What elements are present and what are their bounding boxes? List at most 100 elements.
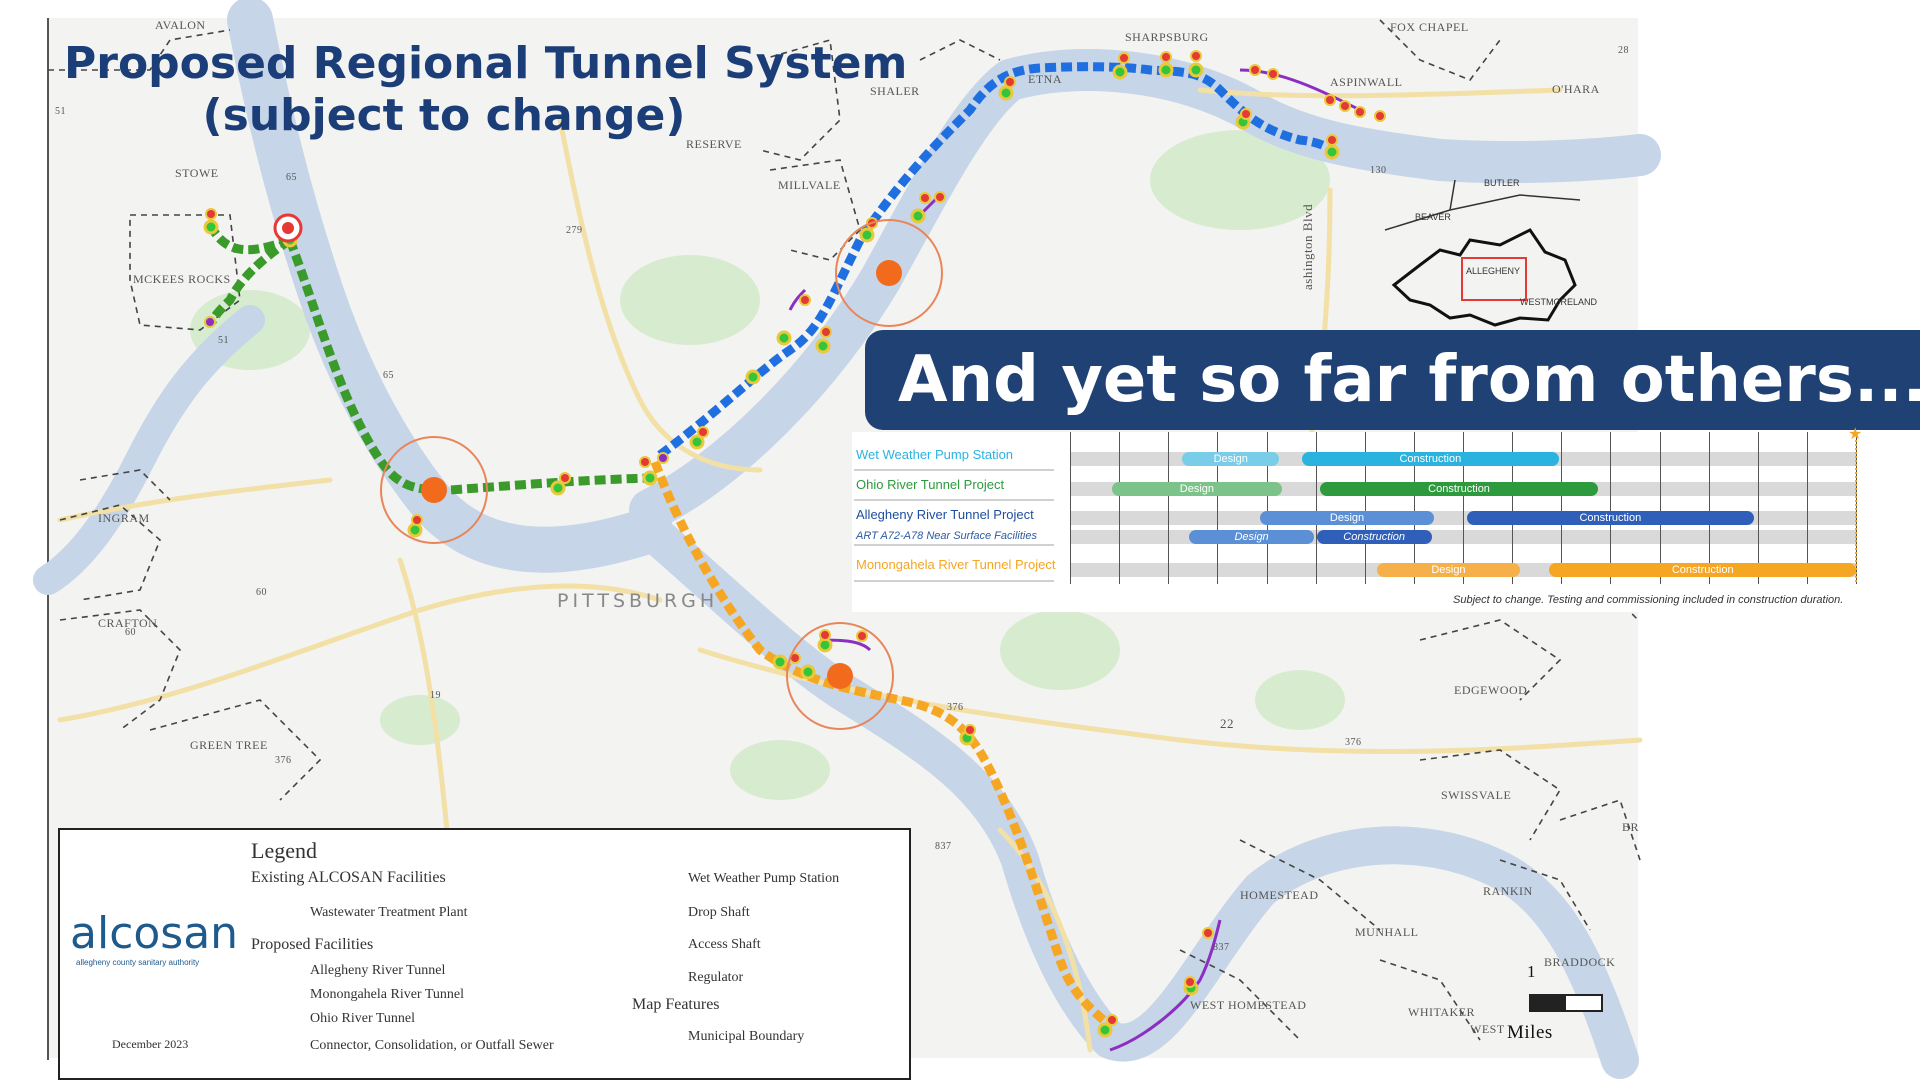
ohio-river-tunnel (207, 225, 651, 495)
gantt-row-label: Ohio River Tunnel Project (856, 477, 1005, 492)
road-shield: 130 (1370, 165, 1387, 176)
place-label: SHALER (870, 84, 920, 98)
legend-box (58, 828, 911, 1080)
gantt-bar: Construction (1466, 511, 1754, 525)
gantt-gridline (1414, 432, 1415, 584)
facility-markers (203, 50, 1386, 1038)
legend-pump-station: Wet Weather Pump Station (688, 871, 840, 886)
inset-label: ALLEGHENY (1466, 266, 1521, 276)
place-label: BRADDOCK (1544, 955, 1616, 969)
regulators (205, 50, 1386, 1026)
place-label: EDGEWOOD (1454, 683, 1528, 697)
gantt-gridline (1119, 432, 1120, 584)
gantt-bar: Design (1111, 482, 1283, 496)
logo-wordmark: alcosan (70, 908, 239, 959)
gantt-bar: Construction (1301, 452, 1559, 466)
legend-map-features: Map Features (632, 996, 720, 1013)
wastewater-treatment-plant-marker (273, 213, 303, 243)
gantt-bar: Construction (1316, 530, 1432, 544)
legend-mon: Monongahela River Tunnel (310, 987, 464, 1002)
legend-drop-shaft: Drop Shaft (688, 905, 750, 920)
place-label: SWISSVALE (1441, 788, 1512, 802)
road-shield: 837 (1213, 942, 1230, 953)
monongahela-river-tunnel (650, 460, 1113, 1029)
highlight-circles (380, 219, 943, 730)
map-title: Proposed Regional Tunnel System (subject… (64, 38, 907, 142)
place-label: RESERVE (686, 137, 742, 151)
gantt-end-star-icon: ★ (1848, 424, 1863, 443)
gantt-gridline (1512, 432, 1513, 584)
gantt-gridline (1316, 432, 1317, 584)
legend-connector: Connector, Consolidation, or Outfall Sew… (310, 1038, 554, 1053)
legend-access-shaft: Access Shaft (688, 937, 761, 952)
gantt-bar: Construction (1319, 482, 1599, 496)
city-label: PITTSBURGH (557, 590, 719, 612)
legend-municipal: Municipal Boundary (688, 1029, 805, 1044)
place-label: INGRAM (98, 511, 150, 525)
inset-label: WESTMORELAND (1520, 297, 1598, 307)
road-shield: 28 (1618, 45, 1629, 56)
gantt-bar: Design (1189, 530, 1314, 544)
gantt-end-line (1855, 440, 1857, 582)
place-label: MCKEES ROCKS (133, 272, 231, 286)
municipal-boundaries (48, 19, 1641, 1041)
inset-label: BUTLER (1484, 178, 1520, 188)
logo-subtitle: allegheny county sanitary authority (76, 958, 200, 967)
gantt-gridline (1168, 432, 1169, 584)
gantt-gridline (1758, 432, 1759, 584)
gantt-bar: Design (1260, 511, 1434, 525)
gantt-row-separator (854, 469, 1054, 471)
access-shafts (204, 316, 669, 464)
road-shield: 22 (1220, 716, 1234, 731)
place-label: FOX CHAPEL (1390, 20, 1469, 34)
gantt-row-label: Allegheny River Tunnel Project (856, 507, 1034, 522)
place-label: WEST HOMESTEAD (1190, 998, 1307, 1012)
scale-number: 1 (1527, 962, 1536, 981)
road-shield: 65 (286, 172, 297, 183)
gantt-note: Subject to change. Testing and commissio… (1453, 594, 1844, 606)
gantt-row-label: Wet Weather Pump Station (856, 447, 1014, 462)
gantt-gridline (1267, 432, 1268, 584)
gantt-row-separator (854, 580, 1054, 582)
legend-existing-heading: Existing ALCOSAN Facilities (251, 869, 446, 886)
place-label: SHARPSBURG (1125, 30, 1209, 44)
gantt-bar: Design (1376, 563, 1521, 577)
place-label: ETNA (1028, 72, 1062, 86)
legend-ohio: Ohio River Tunnel (310, 1011, 416, 1026)
legend-wwtp: Wastewater Treatment Plant (310, 905, 468, 920)
inset-label: BEAVER (1415, 212, 1451, 222)
road-shield: 376 (947, 702, 964, 713)
place-label: O'HARA (1552, 82, 1600, 96)
gantt-gridline (1709, 432, 1710, 584)
ohio-river-west (33, 305, 265, 595)
place-label: ASPINWALL (1330, 75, 1403, 89)
allegheny-river (629, 49, 1661, 531)
gantt-row-label: Monongahela River Tunnel Project (856, 557, 1056, 572)
gantt-gridline (1463, 432, 1464, 584)
legend-proposed-heading: Proposed Facilities (251, 936, 374, 953)
ohio-river (227, 0, 673, 573)
gantt-row-label: ART A72-A78 Near Surface Facilities (856, 530, 1037, 542)
road-shield: 376 (275, 755, 292, 766)
road-shield: 279 (566, 225, 583, 236)
place-label: MUNHALL (1355, 925, 1419, 939)
place-label: WEST (1470, 1022, 1505, 1036)
legend-title: Legend (251, 838, 317, 863)
gantt-gridline (1807, 432, 1808, 584)
map-title-line2: (subject to change) (202, 90, 686, 141)
legend-regulator: Regulator (688, 970, 744, 985)
road-shield: 60 (125, 627, 136, 638)
gantt-gridline (1660, 432, 1661, 584)
street-label: ashington Blvd (1300, 203, 1315, 290)
place-label: WHITAKER (1408, 1005, 1476, 1019)
gantt-gridline (1561, 432, 1562, 584)
road-shield: 376 (1345, 737, 1362, 748)
place-label: AVALON (155, 18, 206, 32)
road-shield: 837 (935, 841, 952, 852)
gantt-bar: Design (1182, 452, 1280, 466)
road-shield: 51 (218, 335, 229, 346)
place-label: BR (1622, 820, 1640, 834)
road-shield: 51 (55, 106, 66, 117)
inset-map (1384, 179, 1581, 327)
place-label: STOWE (175, 166, 219, 180)
